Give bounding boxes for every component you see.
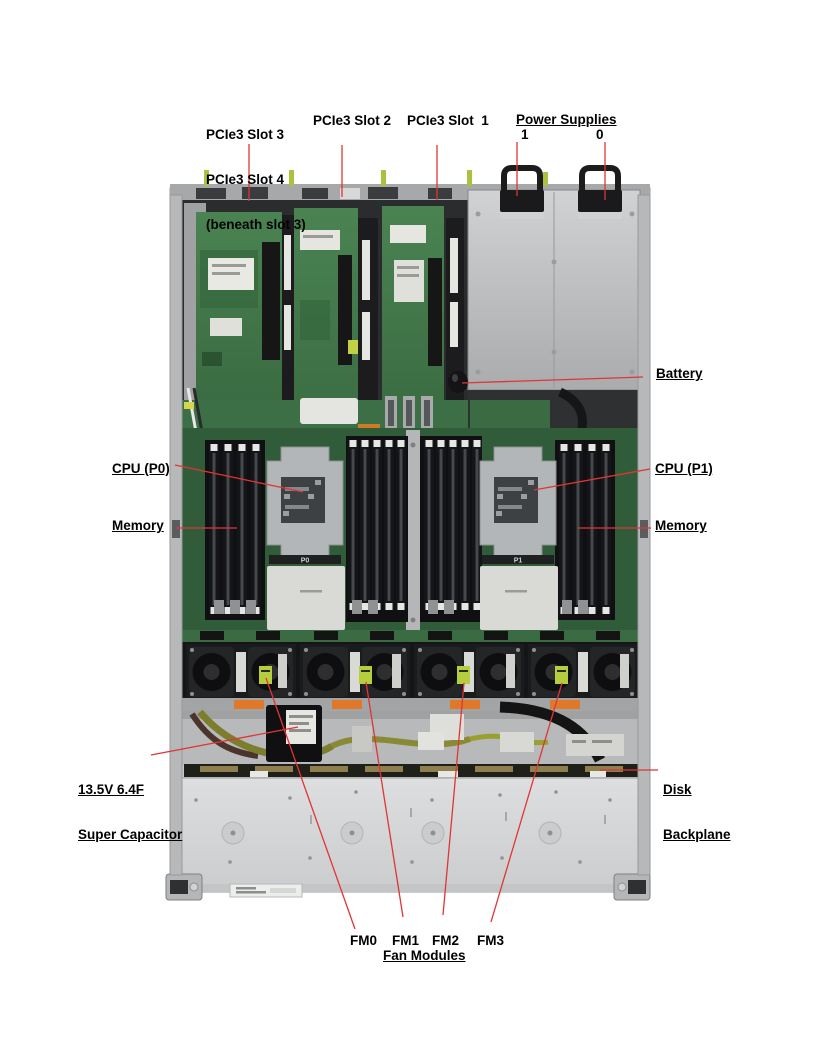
motherboard-mid-section: P0 P1 — [182, 428, 640, 632]
fan-latch — [450, 700, 480, 709]
pcie-card-slot1 — [382, 206, 444, 421]
psu0-handle — [579, 165, 621, 192]
power-supply-area — [467, 165, 641, 391]
label-fm2: FM2 — [432, 933, 459, 948]
release-tab — [289, 170, 294, 186]
cpu-p0-heatsink — [266, 446, 344, 560]
label-cpu-p0: CPU (P0) — [112, 461, 170, 476]
psu1-latch — [500, 190, 544, 212]
rail-latch-right — [640, 520, 648, 538]
callout-line-fm2 — [442, 682, 465, 916]
label-fan-modules-title: Fan Modules — [383, 948, 466, 963]
cpu-p1-heatsink — [479, 446, 557, 560]
label-line: PCIe3 Slot 4 — [206, 172, 285, 187]
callout-lines — [150, 142, 658, 930]
release-tab — [381, 170, 386, 186]
label-power-supplies: Power Supplies — [516, 112, 617, 127]
psu0-latch — [578, 190, 622, 212]
callout-line-fm0 — [265, 677, 356, 930]
air-baffle-right — [480, 566, 558, 630]
callout-line-super-capacitor — [150, 726, 299, 756]
label-fm3: FM3 — [477, 933, 504, 948]
label-disk-backplane: Disk Backplane — [663, 752, 731, 872]
fan-latch — [332, 700, 362, 709]
label-pcie3-slot2: PCIe3 Slot 2 — [313, 113, 392, 128]
label-fm0: FM0 — [350, 933, 377, 948]
disk-backplane — [184, 764, 638, 777]
callout-line-fm3 — [490, 682, 563, 923]
callout-line-battery — [461, 376, 644, 384]
label-line: 13.5V 6.4F — [78, 782, 145, 797]
label-cpu-p1: CPU (P1) — [655, 461, 713, 476]
cpu-p1-tag: P1 — [514, 558, 523, 565]
cpu-p0-tag: P0 — [301, 558, 310, 565]
label-psu0-number: 0 — [596, 127, 604, 142]
release-tab — [543, 172, 548, 186]
cable-bay — [182, 701, 640, 765]
dimm-bank-left — [205, 440, 265, 620]
air-baffle-left — [267, 566, 345, 630]
battery — [448, 371, 468, 393]
label-line: PCIe3 Slot 3 — [206, 127, 285, 142]
psu1-handle — [501, 165, 543, 192]
label-memory-left: Memory — [112, 518, 164, 533]
fan-latch — [550, 700, 580, 709]
dimm-bank-right — [555, 440, 615, 620]
front-panel — [181, 777, 639, 898]
label-pcie3-slot3-4: PCIe3 Slot 3 PCIe3 Slot 4 (beneath slot … — [206, 97, 306, 262]
release-tab — [204, 170, 209, 186]
dimm-bank-mid-left — [346, 436, 408, 622]
rack-ear-right — [613, 873, 651, 901]
callout-line-cpu-p1 — [533, 468, 651, 491]
pcie-card-slot3 — [184, 203, 282, 403]
release-tab — [467, 170, 472, 186]
center-brace — [406, 430, 420, 630]
rack-ear-left — [165, 873, 203, 901]
riser-slot-column — [282, 215, 294, 400]
label-line: Backplane — [663, 827, 731, 842]
fan-latch — [234, 700, 264, 709]
label-memory-right: Memory — [655, 518, 707, 533]
label-fm1: FM1 — [392, 933, 419, 948]
dimm-bank-mid-right — [420, 436, 482, 622]
riser-slot-column — [358, 218, 378, 418]
fan-section — [182, 630, 640, 711]
fan-module-fm0 — [186, 644, 296, 700]
riser-slot-column — [446, 218, 464, 408]
rail-latch-left — [172, 520, 180, 538]
label-battery: Battery — [656, 366, 703, 381]
fan-module-fm1 — [300, 644, 410, 700]
label-super-capacitor: 13.5V 6.4F Super Capacitor — [78, 752, 182, 872]
label-pcie3-slot1: PCIe3 Slot 1 — [407, 113, 489, 128]
label-line: (beneath slot 3) — [206, 217, 306, 232]
fan-module-fm3 — [528, 644, 638, 700]
callout-line-fm1 — [365, 681, 404, 918]
label-line: Super Capacitor — [78, 827, 183, 842]
label-line: Disk — [663, 782, 692, 797]
callout-line-cpu-p0 — [174, 464, 304, 493]
label-psu1-number: 1 — [521, 127, 529, 142]
